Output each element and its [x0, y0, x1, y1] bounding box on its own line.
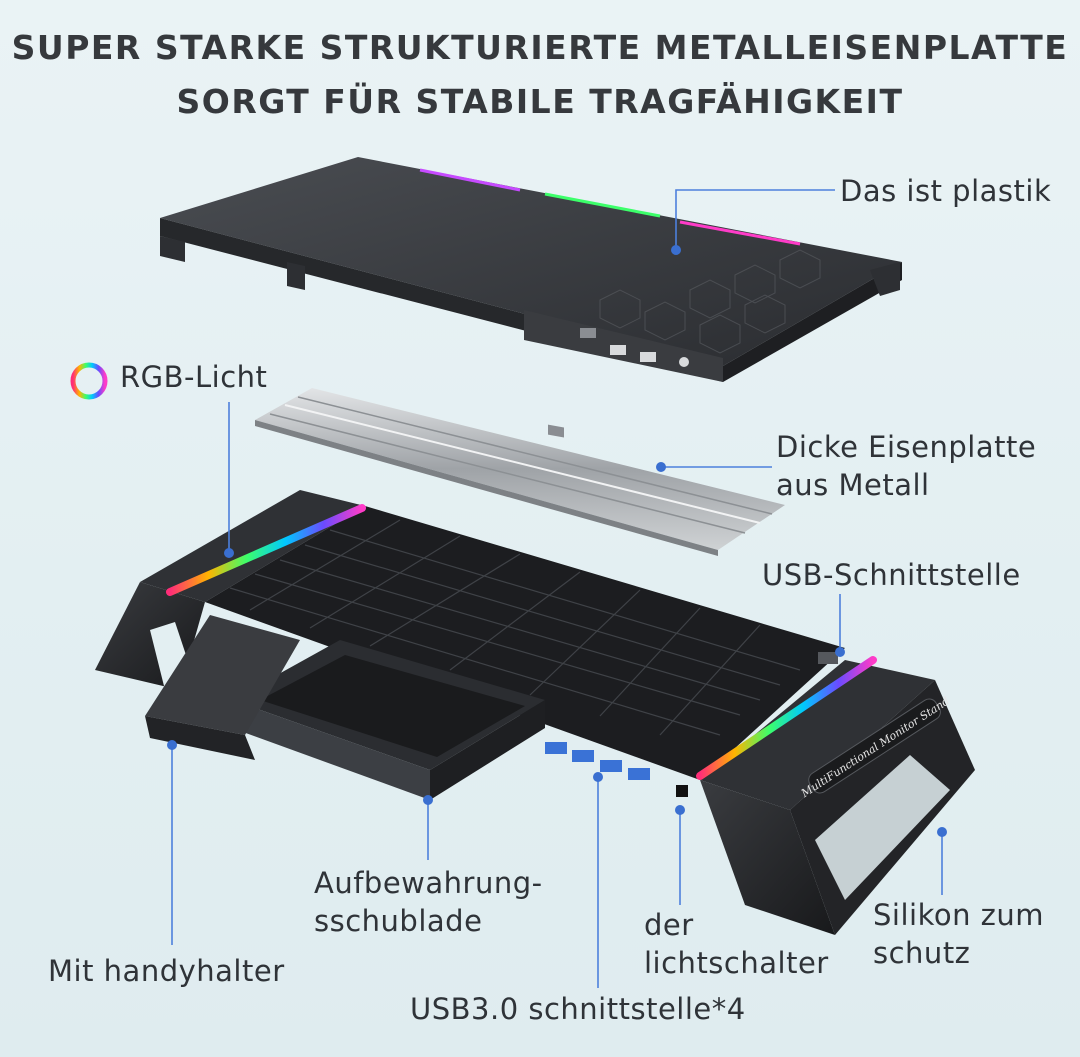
callout-light-switch-line2: lichtschalter	[644, 946, 829, 980]
callout-iron-plate-line2: aus Metall	[776, 468, 930, 502]
base-frame: MultiFunctional Monitor Stand	[95, 490, 975, 935]
rgb-ring-icon	[70, 362, 108, 400]
callout-light-switch-line1: der	[644, 908, 694, 942]
light-switch	[676, 785, 688, 797]
callout-light-switch: der lichtschalter	[644, 906, 829, 982]
callout-rgb-light: RGB-Licht	[120, 360, 268, 394]
callout-plastic: Das ist plastik	[840, 174, 1052, 208]
rgb-strip-left	[166, 504, 366, 596]
callout-drawer: Aufbewahrung- sschublade	[314, 864, 543, 940]
callout-phone-holder: Mit handyhalter	[48, 954, 285, 988]
phone-holder	[145, 615, 300, 735]
callout-iron-plate: Dicke Eisenplatte aus Metall	[776, 428, 1036, 504]
callout-silicone-line2: schutz	[873, 936, 971, 970]
callout-drawer-line1: Aufbewahrung-	[314, 866, 543, 900]
callout-drawer-line2: sschublade	[314, 904, 483, 938]
callout-iron-plate-line1: Dicke Eisenplatte	[776, 430, 1037, 464]
headline-line-2: SORGT FÜR STABILE TRAGFÄHIGKEIT	[176, 82, 904, 121]
usb3-ports	[545, 742, 650, 780]
callout-usb-port: USB-Schnittstelle	[762, 558, 1021, 592]
rgb-strip-right	[696, 656, 877, 780]
top-plastic-plate	[160, 157, 902, 438]
usb-port	[818, 652, 838, 664]
metal-iron-plate	[255, 388, 785, 556]
callout-silicone-line1: Silikon zum	[873, 898, 1045, 932]
callout-lines	[167, 189, 947, 988]
callout-usb3-ports: USB3.0 schnittstelle*4	[410, 992, 746, 1026]
headline-line-1: SUPER STARKE STRUKTURIERTE METALLEISENPL…	[11, 28, 1069, 67]
callout-silicone: Silikon zum schutz	[873, 896, 1044, 972]
